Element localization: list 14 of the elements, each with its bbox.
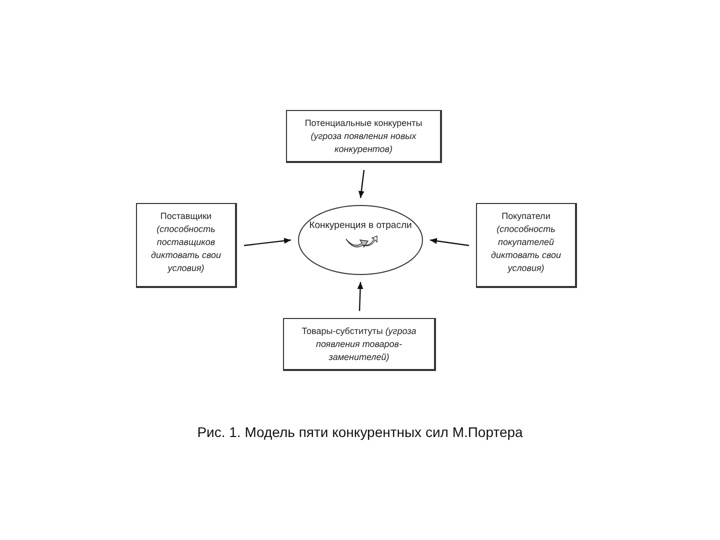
arrow <box>430 238 470 246</box>
node-text: Поставщики (способность поставщиков диктовать свои условия) <box>150 210 222 276</box>
node-text: Потенциальные конкуренты (угроза появления новых конкурентов) <box>304 117 424 156</box>
caption: Рис. 1. Модель пяти конкурентных сил М.Портера <box>196 424 524 440</box>
node-text: Товары-субституты (угроза появления товаров-заменителей) <box>300 325 418 364</box>
process-box <box>476 203 577 288</box>
process-box <box>283 318 436 371</box>
node-text: Покупатели (способность покупателей диктовать свои условия) <box>490 210 562 276</box>
arrow <box>244 238 292 246</box>
node-text: Конкуренция в отрасли <box>309 220 412 231</box>
arrow <box>358 170 365 198</box>
process-box <box>136 203 237 288</box>
process-box <box>286 110 442 163</box>
arrow <box>357 282 364 312</box>
